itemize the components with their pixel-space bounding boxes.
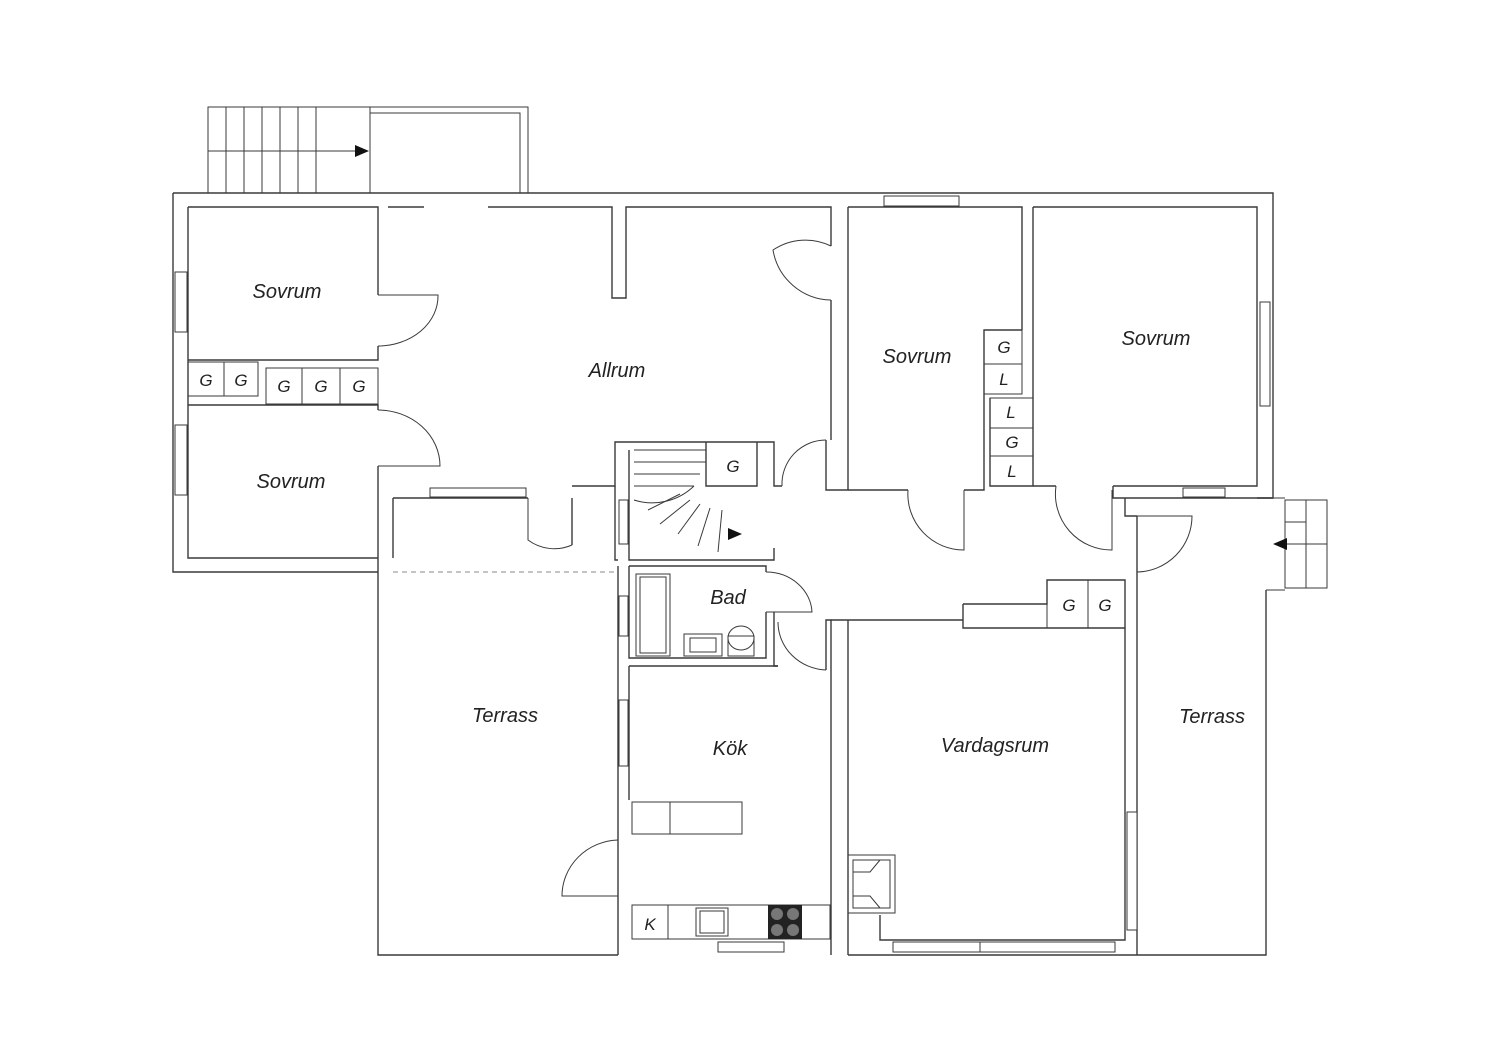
room-label-sovrum-nw-bottom: Sovrum xyxy=(257,471,326,493)
storage-labels: G G G G G G G L L G L G G K xyxy=(199,338,1111,934)
living-room xyxy=(847,619,1138,956)
room-label-sovrum-east: Sovrum xyxy=(1122,328,1191,350)
closet-label: G xyxy=(726,457,739,476)
room-label-sovrum-center: Sovrum xyxy=(883,346,952,368)
linen-closet-label: L xyxy=(1007,462,1016,481)
closet-label: G xyxy=(997,338,1010,357)
closet-label: G xyxy=(314,377,327,396)
center-walls xyxy=(392,195,960,561)
west-terrace xyxy=(377,571,618,956)
room-label-kok: Kök xyxy=(713,738,748,760)
room-label-terrass-east: Terrass xyxy=(1179,706,1245,728)
room-label-sovrum-nw-top: Sovrum xyxy=(253,281,322,303)
center-bedroom-walls xyxy=(848,207,1271,551)
east-stair-arrow xyxy=(1273,538,1287,550)
closet-label: G xyxy=(1098,596,1111,615)
closet-label: G xyxy=(234,371,247,390)
closet-label: G xyxy=(1062,596,1075,615)
linen-closet-label: L xyxy=(999,370,1008,389)
room-label-terrass-west: Terrass xyxy=(472,705,538,727)
room-label-vardagsrum: Vardagsrum xyxy=(941,735,1049,757)
room-label-allrum: Allrum xyxy=(588,360,646,382)
kitchen-cabinet-label: K xyxy=(644,915,656,934)
closet-label: G xyxy=(277,377,290,396)
linen-closet-label: L xyxy=(1006,403,1015,422)
closet-label: G xyxy=(352,377,365,396)
bathroom xyxy=(618,565,827,671)
room-label-bad: Bad xyxy=(710,587,746,609)
east-terrace-walls xyxy=(962,486,1328,956)
kitchen xyxy=(561,566,849,955)
closet-label: G xyxy=(1005,433,1018,452)
stair-direction-arrow xyxy=(355,145,369,157)
entry-stair xyxy=(207,106,529,194)
room-labels: Sovrum Sovrum Allrum Sovrum Sovrum Bad K… xyxy=(253,281,1245,760)
closet-label: G xyxy=(199,371,212,390)
exterior-walls xyxy=(172,192,1274,573)
spiral-stair-arrow xyxy=(728,528,742,540)
west-bedroom-walls xyxy=(174,271,441,572)
